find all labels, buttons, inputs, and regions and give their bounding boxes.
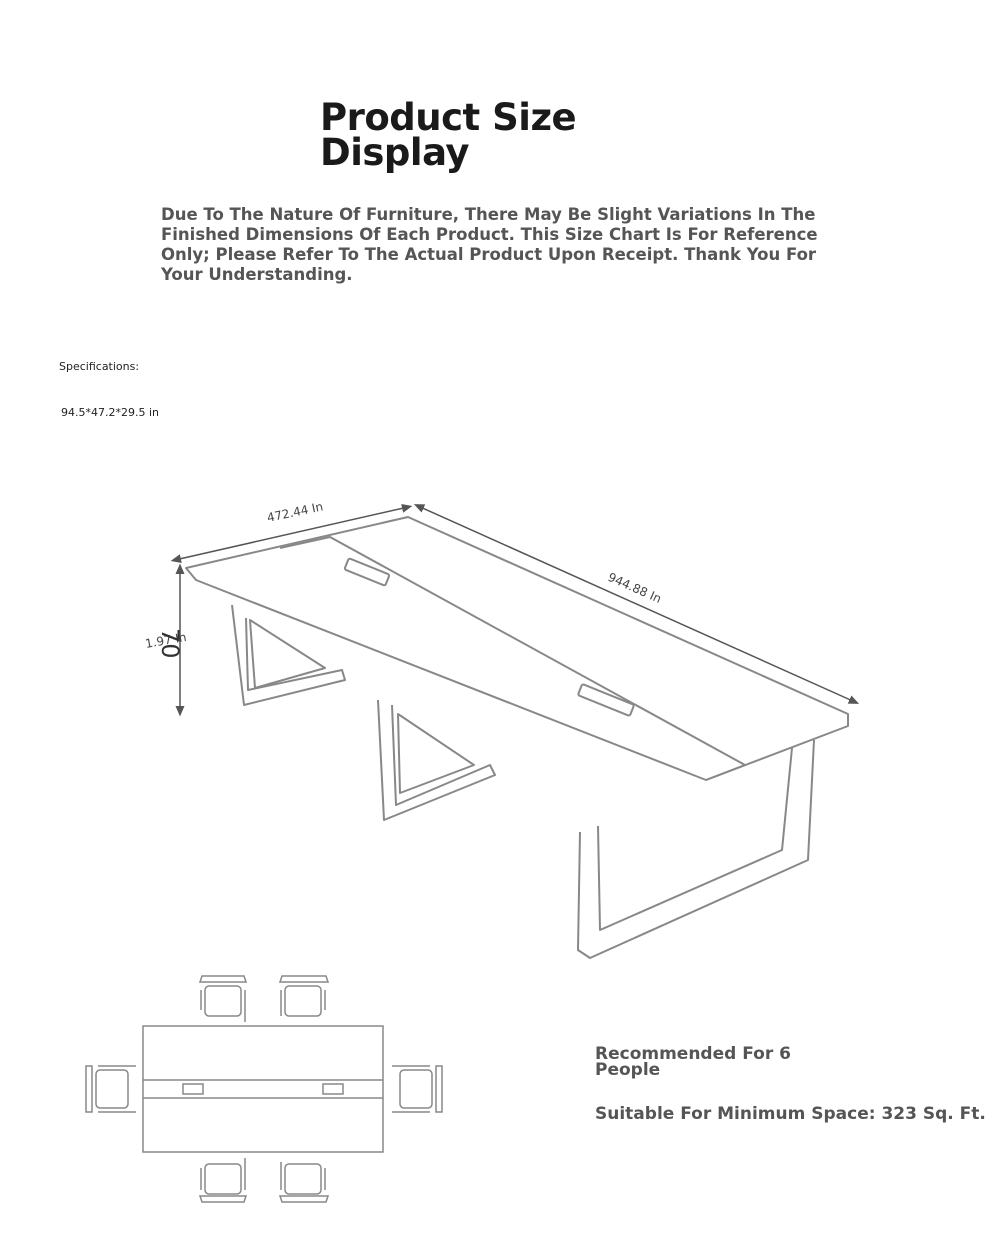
height-mark: 70 [156, 628, 184, 659]
page-title: Product Size Display [320, 96, 577, 174]
width-label: 472.44 In [266, 499, 325, 525]
cable-box-top-1 [182, 1083, 204, 1095]
length-label: 944.88 In [606, 570, 664, 606]
chair-bottom-right [278, 1162, 330, 1203]
width-dimension-line [170, 503, 413, 564]
right-leg [577, 739, 815, 959]
chair-bottom-left [198, 1158, 248, 1203]
length-dimension-line [413, 504, 860, 704]
middle-leg [377, 699, 496, 821]
chair-right [392, 1065, 443, 1113]
chair-left [85, 1065, 136, 1113]
chair-top-right [278, 975, 330, 1017]
left-leg [231, 604, 346, 706]
cable-box-top-2 [322, 1083, 344, 1095]
disclaimer-note: Due To The Nature Of Furniture, There Ma… [161, 205, 818, 284]
tabletop-outline [185, 516, 849, 781]
recommended-capacity: Recommended For 6 People [595, 1044, 791, 1080]
cable-box-1 [343, 557, 391, 587]
table-top-view [142, 1025, 384, 1153]
specifications-value: 94.5*47.2*29.5 in [61, 406, 160, 419]
specifications-label: Specifications: [59, 360, 140, 373]
minimum-space: Suitable For Minimum Space: 323 Sq. Ft. [595, 1104, 986, 1124]
top-view-layout [85, 975, 443, 1203]
center-channel [279, 536, 746, 781]
chair-top-left [198, 975, 248, 1022]
